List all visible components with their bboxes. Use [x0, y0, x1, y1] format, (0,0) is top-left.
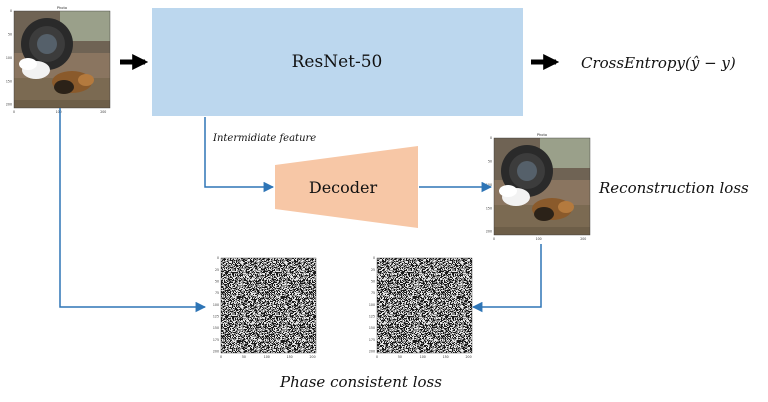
x-tick-label: 0 — [220, 355, 222, 359]
x-tick-label: 0 — [493, 237, 495, 241]
feature-to-decoder-arrow — [204, 117, 275, 193]
x-tick-label: 100 — [264, 355, 270, 359]
x-tick-label: 100 — [536, 237, 542, 241]
x-tick-label: 150 — [287, 355, 293, 359]
y-tick-label: 25 — [371, 268, 375, 272]
y-tick-label: 0 — [490, 136, 492, 140]
y-tick-label: 50 — [488, 160, 492, 164]
phase-map-left: 0 25 50 75 100 125 150 175 200 0 50 100 150 200 — [213, 256, 317, 359]
input-to-phase-arrow — [59, 108, 207, 313]
y-tick-label: 125 — [213, 314, 219, 318]
y-tick-label: 75 — [371, 291, 375, 295]
decoder-block: Decoder — [275, 146, 418, 228]
x-tick-label: 200 — [310, 355, 316, 359]
y-tick-label: 50 — [215, 280, 219, 284]
y-tick-label: 175 — [213, 338, 219, 342]
y-tick-label: 200 — [486, 230, 492, 234]
resnet-label: ResNet-50 — [292, 52, 383, 72]
input-photo — [14, 11, 110, 108]
y-tick-label: 125 — [369, 314, 375, 318]
decoder-shape — [275, 146, 418, 228]
reconstruction-loss: Reconstruction loss — [598, 179, 749, 197]
x-tick-label: 200 — [466, 355, 472, 359]
y-tick-label: 200 — [369, 349, 375, 353]
y-tick-label: 100 — [213, 303, 219, 307]
y-tick-label: 0 — [217, 256, 219, 260]
y-tick-label: 200 — [6, 103, 12, 107]
x-tick-label: 100 — [420, 355, 426, 359]
x-tick-label: 150 — [443, 355, 449, 359]
intermediate-feature-label: Intermidiate feature — [212, 133, 316, 144]
input-image-plot: Photo 0 50 100 150 200 0 100 200 — [6, 6, 111, 114]
y-tick-label: 25 — [215, 268, 219, 272]
x-tick-label: 200 — [100, 110, 106, 114]
y-tick-label: 150 — [369, 326, 375, 330]
y-tick-label: 0 — [10, 9, 12, 13]
phase-map-right: 0 25 50 75 100 125 150 175 200 0 50 100 150 200 — [369, 256, 473, 359]
x-tick-label: 200 — [580, 237, 586, 241]
y-tick-label: 150 — [6, 79, 12, 83]
recon-image-title: Photo — [537, 133, 547, 137]
y-tick-label: 50 — [8, 33, 12, 37]
y-tick-label: 0 — [373, 256, 375, 260]
y-tick-label: 75 — [215, 291, 219, 295]
resnet-block: ResNet-50 — [152, 8, 523, 116]
input-image-title: Photo — [57, 6, 67, 10]
y-tick-label: 100 — [6, 56, 12, 60]
x-tick-label: 50 — [398, 355, 402, 359]
y-tick-label: 50 — [371, 280, 375, 284]
x-tick-label: 0 — [13, 110, 15, 114]
y-tick-label: 175 — [369, 338, 375, 342]
y-tick-label: 150 — [486, 206, 492, 210]
y-tick-label: 200 — [213, 349, 219, 353]
x-tick-label: 50 — [242, 355, 246, 359]
y-tick-label: 100 — [369, 303, 375, 307]
cross-entropy-loss: CrossEntropy(ŷ − y) — [581, 54, 736, 72]
resnet-box — [152, 8, 523, 116]
recon-to-phase-arrow — [471, 244, 542, 313]
decoder-label: Decoder — [309, 178, 378, 197]
phase-consistent-loss: Phase consistent loss — [279, 373, 442, 391]
y-tick-label: 150 — [213, 326, 219, 330]
x-tick-label: 0 — [376, 355, 378, 359]
x-tick-label: 100 — [56, 110, 62, 114]
reconstructed-photo — [494, 138, 590, 235]
